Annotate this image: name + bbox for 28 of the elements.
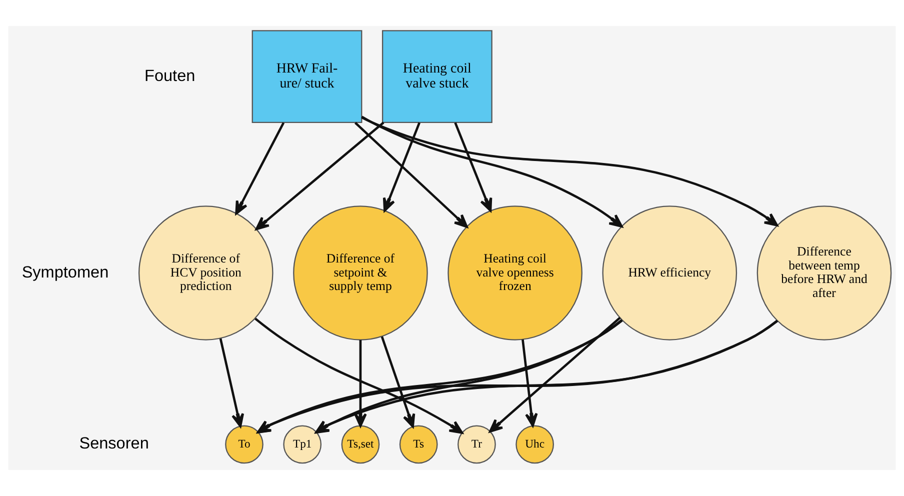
- label: Symptomen: [22, 263, 109, 282]
- node-circle: To: [225, 425, 264, 464]
- arrow: [361, 116, 778, 226]
- node-box: Heating coil valve stuck: [382, 30, 492, 124]
- node-circle: Uhc: [516, 425, 554, 464]
- arrow: [255, 122, 384, 230]
- node-box: HRW Fail- ure/ stuck: [252, 30, 362, 124]
- arrow: [361, 116, 623, 228]
- node-circle: Difference between temp before HRW and after: [756, 206, 892, 340]
- arrow: [382, 122, 420, 212]
- arrow: [354, 340, 367, 427]
- node-circle: Tp1: [283, 425, 322, 464]
- arrow: [219, 338, 244, 428]
- label: Fouten: [144, 66, 196, 85]
- arrow: [354, 122, 468, 228]
- arrow: [489, 316, 621, 433]
- node-circle: Difference of setpoint & supply temp: [293, 206, 428, 340]
- label: Sensoren: [79, 434, 149, 453]
- arrow: [235, 122, 285, 215]
- arrow: [380, 336, 416, 428]
- node-circle: Ts,set: [341, 425, 380, 464]
- node-circle: HRW efficiency: [602, 206, 738, 340]
- node-circle: Heating coil valve openness frozen: [448, 206, 582, 340]
- arrow: [454, 122, 492, 212]
- node-circle: Tr: [458, 425, 496, 464]
- node-circle: Ts: [399, 425, 438, 464]
- node-circle: Difference of HCV position prediction: [138, 206, 274, 340]
- arrow: [522, 339, 538, 427]
